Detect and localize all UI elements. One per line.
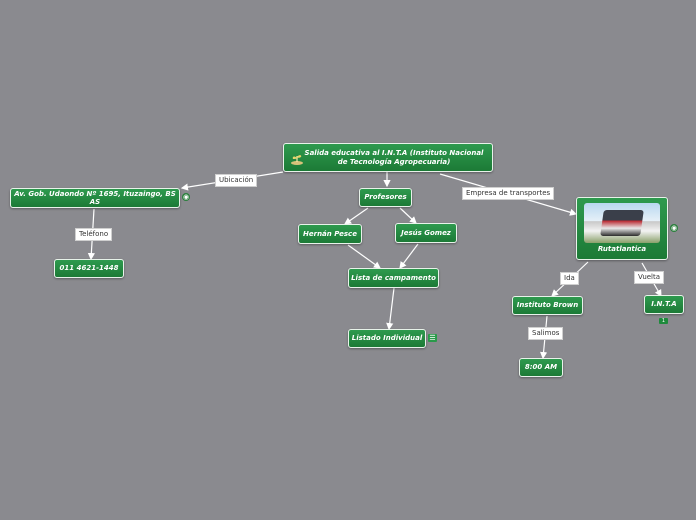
brown-text: Instituto Brown	[516, 301, 579, 310]
phone-text: 011 4621-1448	[59, 264, 119, 273]
link-hernan-lista	[347, 244, 381, 269]
jesus-node[interactable]: Jesús Gomez	[395, 223, 457, 243]
address-node[interactable]: Av. Gob. Udaondo Nº 1695, Ituzaingo, BS …	[10, 188, 180, 208]
profesores-text: Profesores	[364, 193, 407, 202]
rutatlantica-text: Rutatlantica	[597, 245, 647, 254]
hora-node[interactable]: 8:00 AM	[519, 358, 563, 377]
brown-node[interactable]: Instituto Brown	[512, 296, 583, 315]
globe-icon[interactable]: ◉	[182, 193, 190, 201]
profesores-node[interactable]: Profesores	[359, 188, 412, 207]
phone-node[interactable]: 011 4621-1448	[54, 259, 124, 278]
count-badge[interactable]: 1	[659, 318, 668, 324]
bus-image	[584, 203, 660, 244]
link-profesores-hernan	[344, 207, 369, 225]
link-jesus-lista	[399, 243, 419, 269]
link-lista-listado	[386, 287, 395, 331]
label-empresa: Empresa de transportes	[462, 187, 555, 200]
rutatlantica-node[interactable]: Rutatlantica	[576, 197, 668, 260]
lista-node[interactable]: Lista de campamento	[348, 268, 439, 288]
note-icon[interactable]: ☰	[428, 334, 437, 342]
globe-icon[interactable]: ◉	[670, 224, 678, 232]
label-telefono: Teléfono	[75, 228, 113, 241]
label-salimos: Salimos	[528, 327, 564, 340]
hora-text: 8:00 AM	[524, 363, 558, 372]
listado-text: Listado Individual	[351, 334, 423, 343]
jesus-text: Jesús Gomez	[401, 228, 451, 237]
hernan-node[interactable]: Hernán Pesce	[298, 224, 362, 244]
label-ubicacion: Ubicación	[215, 174, 258, 187]
address-text: Av. Gob. Udaondo Nº 1695, Ituzaingo, BS …	[14, 189, 176, 206]
label-ida: Ida	[560, 272, 579, 285]
hernan-text: Hernán Pesce	[303, 229, 357, 238]
root-title: Salida educativa al I.N.T.A (Instituto N…	[304, 149, 484, 166]
inta-node[interactable]: I.N.T.A	[644, 295, 684, 314]
plant-icon	[290, 152, 304, 165]
lista-text: Lista de campamento	[351, 273, 436, 282]
root-node[interactable]: Salida educativa al I.N.T.A (Instituto N…	[283, 143, 493, 172]
label-vuelta: Vuelta	[634, 271, 665, 284]
inta-text: I.N.T.A	[651, 300, 677, 309]
link-profesores-jesus	[399, 207, 417, 224]
listado-node[interactable]: Listado Individual	[348, 329, 426, 348]
